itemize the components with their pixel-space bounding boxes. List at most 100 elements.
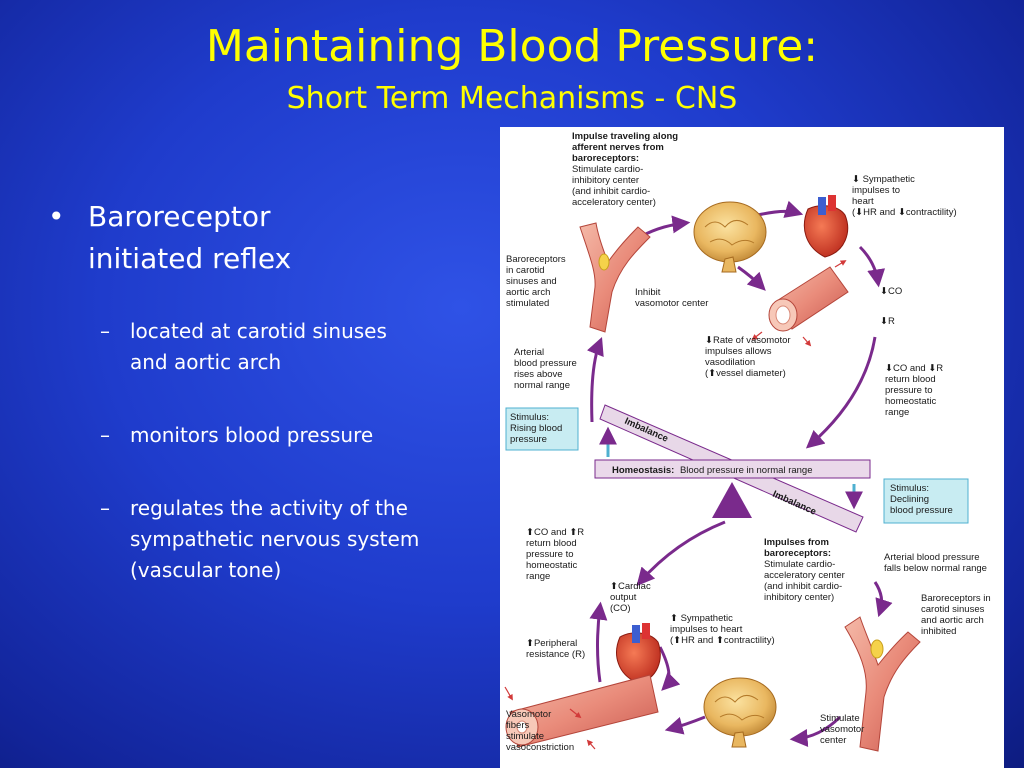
upper-cycle-arrows (586, 200, 886, 449)
impulses-from-baroreceptors-label: Impulses from baroreceptors: Stimulate c… (764, 537, 847, 603)
text-line: sinuses and (506, 276, 557, 287)
slide-title: Maintaining Blood Pressure: (205, 21, 819, 72)
text-line: ⬇ Sympathetic (852, 174, 915, 185)
text-line: in carotid (506, 265, 545, 276)
baroreceptors-stimulated-label: Baroreceptors in carotid sinuses and aor… (506, 254, 568, 309)
text-line: normal range (514, 380, 570, 391)
text-line: Impulses from (764, 537, 829, 548)
text-line: (⬆HR and ⬆contractility) (670, 635, 775, 646)
stimulus-rising-label: Stimulus: Rising blood pressure (510, 412, 565, 445)
text-line: impulses to (852, 185, 900, 196)
text-line: resistance (R) (526, 649, 585, 660)
text-line: Baroreceptors (506, 254, 566, 265)
text-line: vasoconstriction (506, 742, 574, 753)
sub-bullet-marker: – (100, 423, 110, 447)
sub-bullet-location: – located at carotid sinuses and aortic … (100, 316, 420, 378)
lower-cycle-arrows (589, 520, 893, 747)
co-r-return-decrease-label: ⬇CO and ⬇R return blood pressure to home… (885, 363, 946, 418)
text-line: inhibitory center) (764, 592, 834, 603)
text-line: Stimulus: (890, 483, 929, 494)
sub-bullet-marker: – (100, 496, 110, 520)
text-line: afferent nerves from (572, 142, 664, 153)
red-constriction-arrows (504, 686, 596, 750)
text-line: Vasomotor (506, 709, 551, 720)
brain-top-illustration (693, 201, 767, 273)
text-line: vasodilation (705, 357, 755, 368)
arterial-falls-label: Arterial blood pressure falls below norm… (884, 552, 987, 574)
bullet-list: • Baroreceptor initiated reflex – locate… (48, 196, 420, 628)
sub-bullet-list: – located at carotid sinuses and aortic … (100, 316, 420, 586)
slide-subtitle: Short Term Mechanisms - CNS (286, 81, 738, 116)
sympathetic-heart-decrease-label: ⬇ Sympathetic impulses to heart (⬇HR and… (852, 174, 957, 218)
red-dilation-arrows (751, 260, 847, 347)
text-line: Stimulate cardio- (764, 559, 835, 570)
text-line: rises above (514, 369, 563, 380)
text-line: vasomotor center (635, 298, 708, 309)
diagram-canvas: Imbalance Imbalance Homeostasis: Blood p… (504, 131, 991, 753)
text-line: aortic arch (506, 287, 550, 298)
co-r-return-increase-label: ⬆CO and ⬆R return blood pressure to home… (526, 527, 587, 582)
text-line: pressure to (526, 549, 574, 560)
text-line: fibers (506, 720, 529, 731)
text-line: homeostatic (885, 396, 936, 407)
carotid-artery-top-illustration (579, 222, 651, 333)
arterial-rises-label: Arterial blood pressure rises above norm… (514, 347, 580, 391)
text-line: Baroreceptors in (921, 593, 991, 604)
text-line: Arterial blood pressure (884, 552, 980, 563)
stimulus-declining-label: Stimulus: Declining blood pressure (890, 483, 953, 516)
text-line: Impulse traveling along (572, 131, 678, 142)
text-line: (and inhibit cardio- (764, 581, 842, 592)
text-line: blood pressure (890, 505, 953, 516)
text-line: vasomotor (820, 724, 864, 735)
text-line: inhibitory center (572, 175, 639, 186)
text-line: Declining (890, 494, 929, 505)
text-line: stimulated (506, 298, 549, 309)
text-line: Stimulate cardio- (572, 164, 643, 175)
cardiac-output-label: ⬆Cardiac output (CO) (610, 581, 653, 614)
text-line: inhibited (921, 626, 956, 637)
heart-top-illustration (803, 195, 849, 258)
impulse-afferent-label: Impulse traveling along afferent nerves … (572, 131, 681, 208)
carotid-artery-bottom-illustration (844, 616, 921, 752)
peripheral-resistance-label: ⬆Peripheral resistance (R) (526, 638, 585, 660)
sub-bullet-text: monitors blood pressure (130, 423, 374, 447)
homeostasis-bold: Homeostasis: (612, 465, 674, 476)
vasomotor-fibers-label: Vasomotor fibers stimulate vasoconstrict… (506, 709, 574, 753)
vessel-constricted-illustration (505, 674, 659, 748)
text-line: homeostatic (526, 560, 577, 571)
co-decrease-label: ⬇CO (880, 286, 902, 297)
stimulus-declining-box (845, 478, 969, 524)
heart-bottom-illustration (616, 623, 661, 684)
rate-vasomotor-label: ⬇Rate of vasomotor impulses allows vasod… (705, 335, 793, 379)
text-line: acceleratory center) (572, 197, 656, 208)
text-line: acceleratory center (764, 570, 845, 581)
text-line: pressure (510, 434, 547, 445)
text-line: carotid sinuses (921, 604, 985, 615)
sub-bullet-text: located at carotid sinuses and aortic ar… (130, 319, 387, 374)
brain-bottom-illustration (703, 677, 777, 748)
text-line: ⬆Peripheral (526, 638, 577, 649)
text-line: Rising blood (510, 423, 562, 434)
stimulate-vasomotor-label: Stimulate vasomotor center (820, 713, 867, 746)
baroreceptor-reflex-diagram: Imbalance Imbalance Homeostasis: Blood p… (500, 127, 1004, 768)
text-line: ⬆Cardiac (610, 581, 651, 592)
text-line: ⬇Rate of vasomotor (705, 335, 791, 346)
r-decrease-label: ⬇R (880, 316, 895, 327)
homeostasis-seesaw (594, 404, 871, 533)
stimulus-rising-box (505, 407, 617, 457)
text-line: baroreceptors: (764, 548, 831, 559)
sub-bullet-text: regulates the activity of the sympatheti… (130, 496, 420, 582)
homeostasis-label: Homeostasis: Blood pressure in normal ra… (612, 465, 813, 476)
sub-bullet-monitor: – monitors blood pressure (100, 420, 420, 451)
text-line: baroreceptors: (572, 153, 639, 164)
text-line: (and inhibit cardio- (572, 186, 650, 197)
text-line: Stimulus: (510, 412, 549, 423)
text-line: impulses allows (705, 346, 772, 357)
text-line: ⬆CO and ⬆R (526, 527, 584, 538)
bullet-marker: • (48, 200, 65, 233)
bullet-text: Baroreceptor initiated reflex (88, 200, 292, 275)
sub-bullet-marker: – (100, 319, 110, 343)
text-line: pressure to (885, 385, 933, 396)
sub-bullet-regulate: – regulates the activity of the sympathe… (100, 493, 420, 586)
text-line: ⬇CO and ⬇R (885, 363, 943, 374)
